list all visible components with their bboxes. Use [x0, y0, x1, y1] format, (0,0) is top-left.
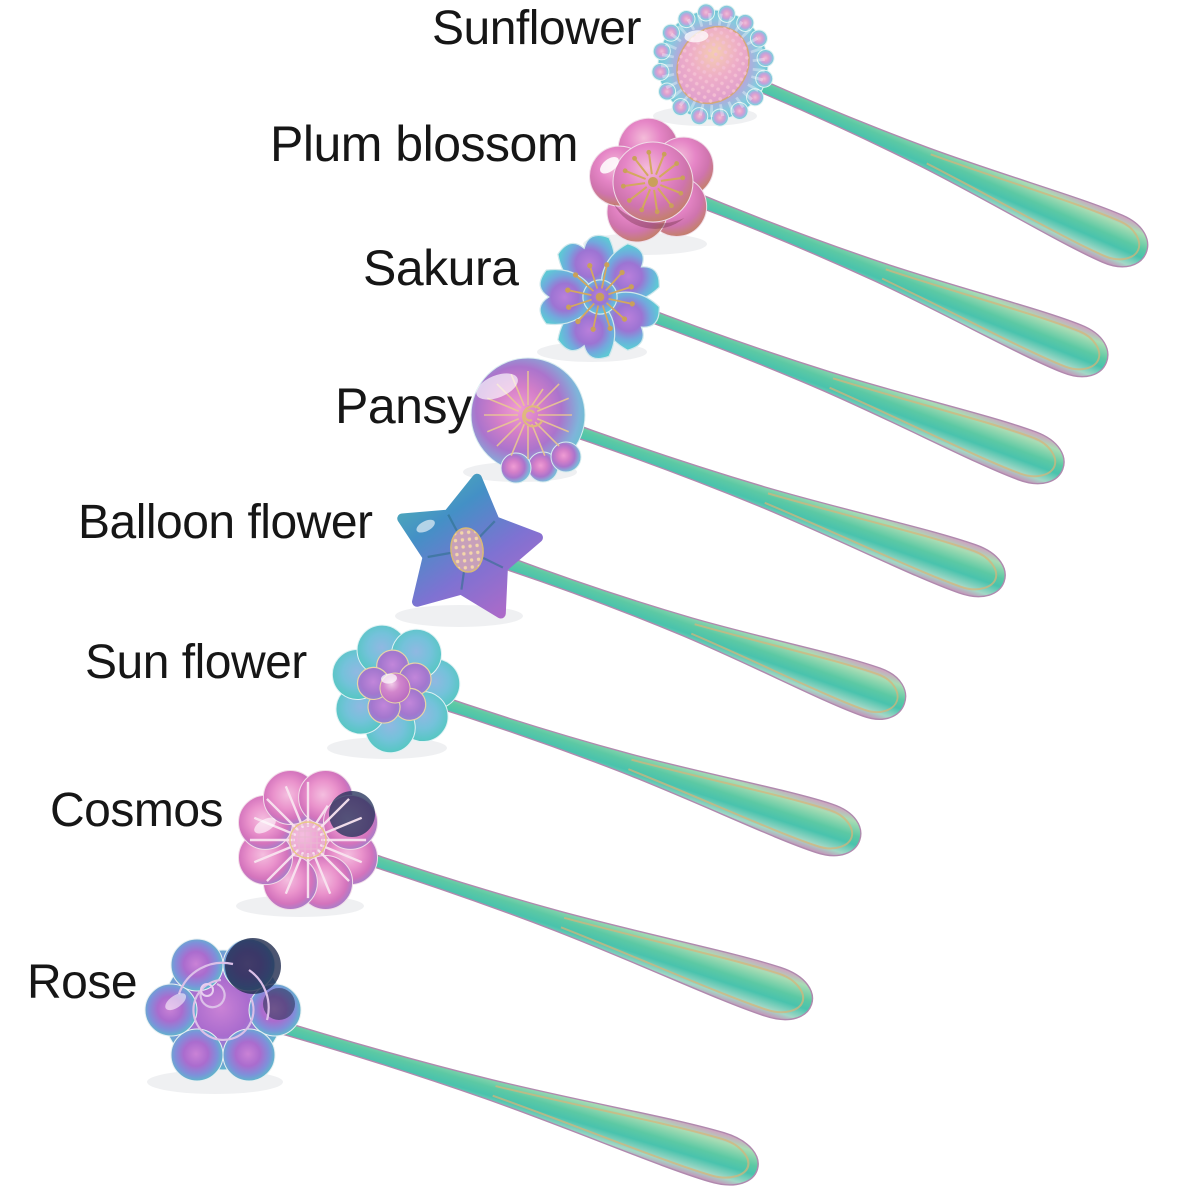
label-plum-blossom: Plum blossom [270, 116, 579, 172]
rose-spoon-icon [144, 938, 766, 1195]
balloon-flower-head [397, 473, 543, 619]
spoon-handle [490, 535, 914, 729]
sunflower-spoon-icon [651, 3, 1157, 278]
spoon-handle [326, 822, 821, 1030]
rose-head [144, 938, 302, 1082]
label-cosmos: Cosmos [50, 784, 224, 837]
label-sunflower: Sunflower [432, 2, 641, 55]
sun-flower-head [331, 624, 461, 754]
label-sakura: Sakura [363, 240, 519, 296]
plum-blossom-spoon-icon [589, 117, 1117, 387]
sun-flower-spoon-icon [331, 624, 869, 865]
label-balloon-flower: Balloon flower [78, 496, 373, 549]
spoon-handle [245, 994, 766, 1195]
cosmos-spoon-icon [238, 770, 821, 1030]
label-rose: Rose [27, 956, 138, 1009]
plum-blossom-head [589, 117, 715, 243]
spoon-handle [411, 670, 869, 865]
sakura-spoon-icon [539, 230, 1073, 494]
label-sun-flower: Sun flower [85, 636, 307, 689]
balloon-flower-spoon-icon [397, 473, 914, 729]
pansy-head [470, 357, 586, 484]
pansy-spoon-icon [470, 357, 1014, 607]
sunflower-head [651, 3, 775, 127]
sakura-head [539, 230, 666, 364]
label-pansy: Pansy [335, 378, 472, 434]
cosmos-head [238, 770, 378, 910]
